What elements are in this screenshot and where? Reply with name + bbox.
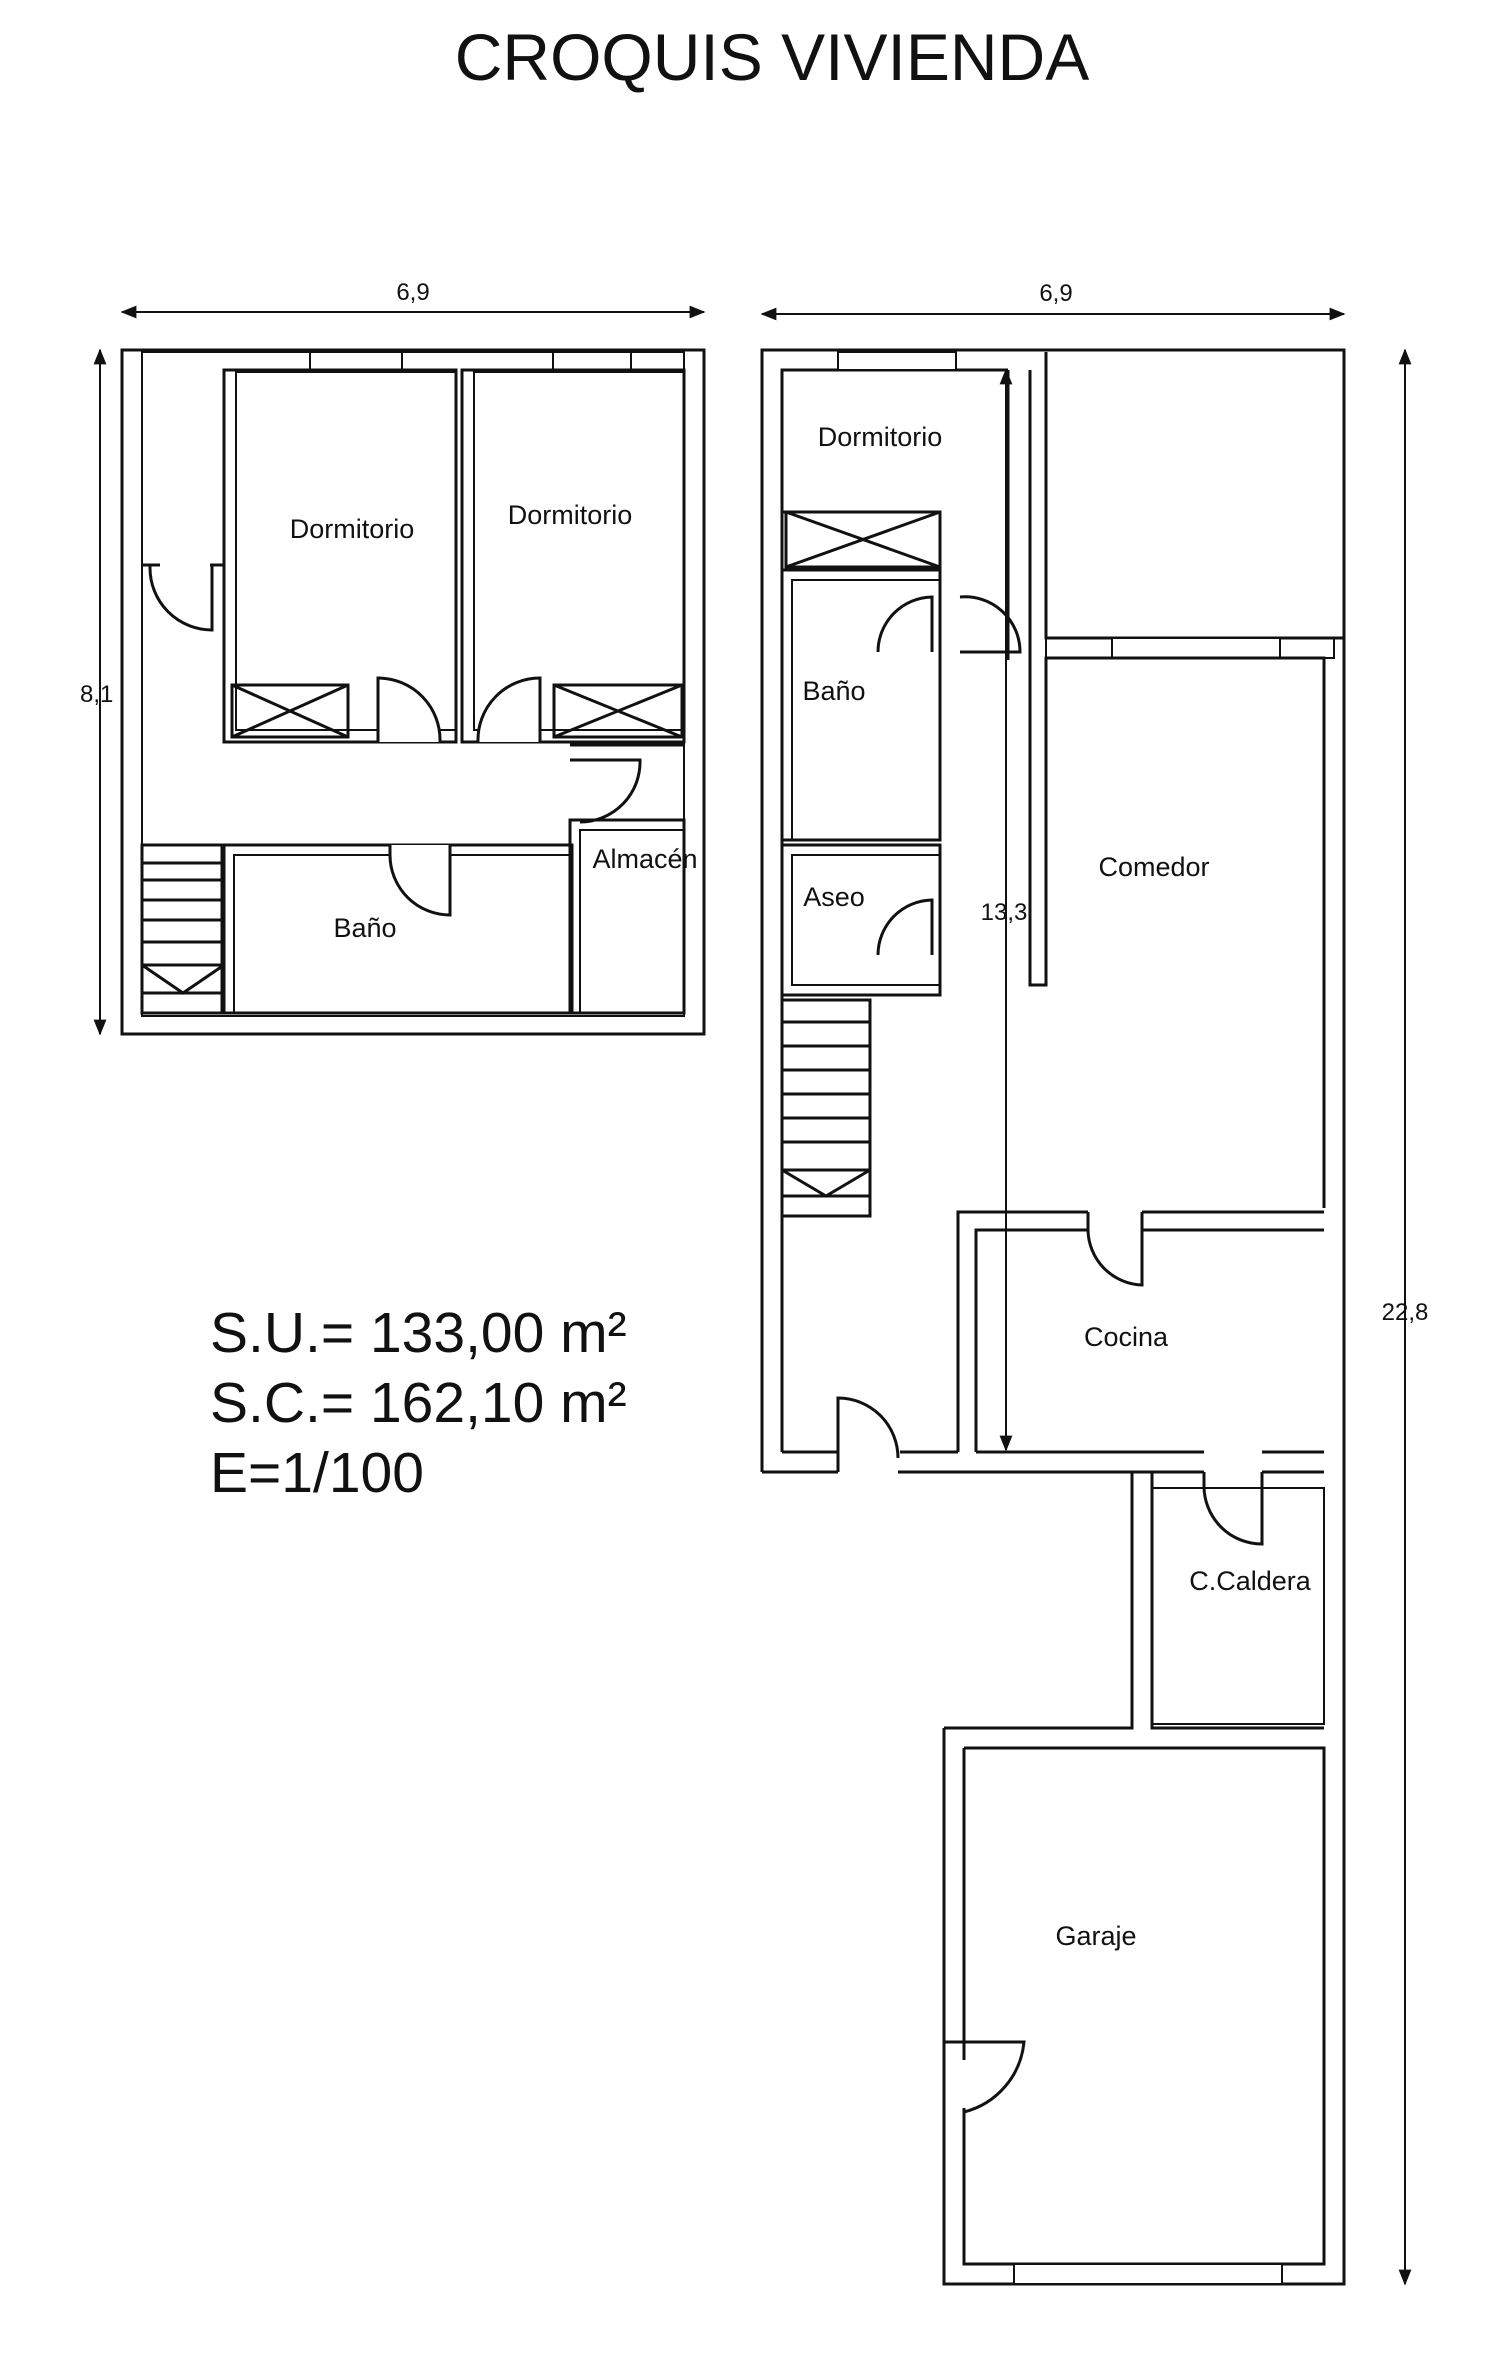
room-label-dormitorio-1: Dormitorio <box>290 514 415 544</box>
ground-depth-label: 22,8 <box>1382 1299 1429 1326</box>
summary-sc: S.C.= 162,10 m² <box>210 1371 627 1435</box>
ground-width-label: 6,9 <box>1039 280 1072 307</box>
room-label-almacen: Almacén <box>592 844 697 874</box>
upper-width-label: 6,9 <box>396 279 429 306</box>
summary-scale: E=1/100 <box>210 1441 424 1505</box>
room-label-garaje: Garaje <box>1055 1921 1136 1951</box>
inner-depth-label: 13,3 <box>981 899 1028 926</box>
room-label-dormitorio-ground: Dormitorio <box>818 422 943 452</box>
room-label-dormitorio-2: Dormitorio <box>508 500 633 530</box>
upper-depth-label: 8,1 <box>80 681 113 708</box>
upper-floor-plan <box>120 348 706 1036</box>
room-label-bano-ground: Baño <box>802 676 865 706</box>
room-label-cocina: Cocina <box>1084 1322 1169 1352</box>
summary-su: S.U.= 133,00 m² <box>210 1301 627 1365</box>
ground-floor-plan <box>760 348 1346 2286</box>
room-label-comedor: Comedor <box>1098 852 1209 882</box>
room-label-aseo: Aseo <box>803 882 865 912</box>
room-label-caldera: C.Caldera <box>1189 1566 1312 1596</box>
page-title: CROQUIS VIVIENDA <box>455 20 1089 94</box>
room-label-bano-upper: Baño <box>333 913 396 943</box>
